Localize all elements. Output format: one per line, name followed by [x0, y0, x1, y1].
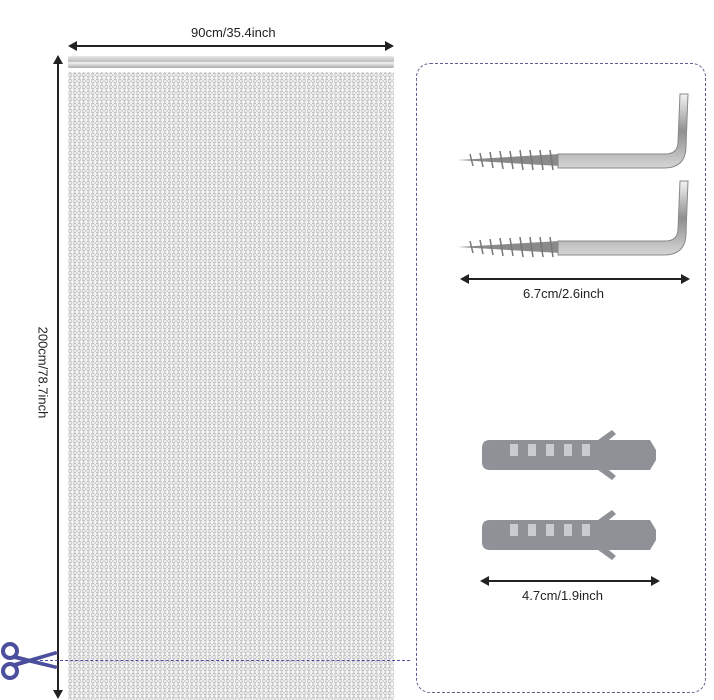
height-arrow-bottom: [53, 690, 63, 699]
curtain-height-label: 200cm/78.7inch: [35, 326, 51, 419]
anchor-dimension-line: [484, 580, 656, 582]
height-dimension-line: [57, 60, 59, 692]
curtain-width-label: 90cm/35.4inch: [191, 25, 276, 40]
wall-anchor-icon: [480, 430, 660, 485]
width-arrow-left: [68, 41, 77, 51]
hook-arrow-right: [681, 274, 690, 284]
anchor-arrow-left: [480, 576, 489, 586]
accessories-panel: [416, 63, 706, 693]
width-arrow-right: [385, 41, 394, 51]
chain-curtain: [68, 72, 394, 700]
cut-line: [40, 660, 410, 661]
hook-dimension-line: [464, 278, 686, 280]
screw-hook-icon: [450, 88, 690, 183]
anchor-arrow-right: [651, 576, 660, 586]
scissors-icon: [0, 640, 60, 687]
hook-arrow-left: [460, 274, 469, 284]
anchor-size-label: 4.7cm/1.9inch: [522, 588, 603, 603]
wall-anchor-icon: [480, 510, 660, 565]
curtain-rail: [68, 56, 394, 68]
hook-size-label: 6.7cm/2.6inch: [523, 286, 604, 301]
screw-hook-icon: [450, 175, 690, 270]
width-dimension-line: [72, 45, 390, 47]
height-arrow-top: [53, 55, 63, 64]
